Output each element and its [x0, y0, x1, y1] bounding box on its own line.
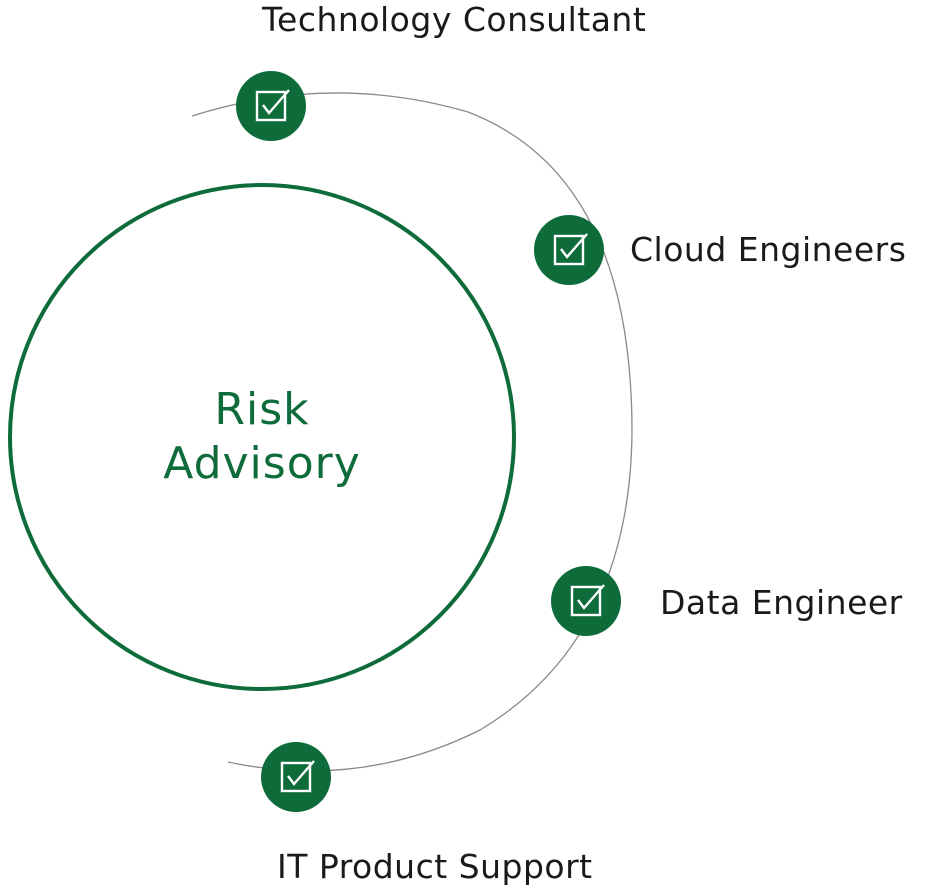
node-disc	[534, 215, 604, 285]
role-node-cloud-engineers	[534, 215, 604, 285]
center-circle	[8, 183, 516, 691]
role-node-it-product-support	[261, 742, 331, 812]
role-label-technology-consultant: Technology Consultant	[262, 0, 647, 39]
checkbox-icon	[255, 89, 290, 122]
node-disc	[261, 742, 331, 812]
checkbox-icon	[553, 233, 588, 266]
role-label-it-product-support: IT Product Support	[277, 847, 593, 886]
role-node-technology-consultant	[236, 71, 306, 141]
orbit-arc	[191, 92, 633, 772]
role-label-data-engineer: Data Engineer	[660, 583, 903, 622]
role-node-data-engineer	[551, 566, 621, 636]
checkbox-icon	[280, 760, 315, 793]
role-label-cloud-engineers: Cloud Engineers	[630, 230, 907, 269]
checkbox-icon	[570, 584, 605, 617]
node-disc	[551, 566, 621, 636]
node-disc	[236, 71, 306, 141]
center-title-line-1: Risk	[214, 384, 310, 435]
center-title: Risk Advisory	[112, 383, 412, 491]
center-title-line-2: Advisory	[163, 438, 361, 489]
